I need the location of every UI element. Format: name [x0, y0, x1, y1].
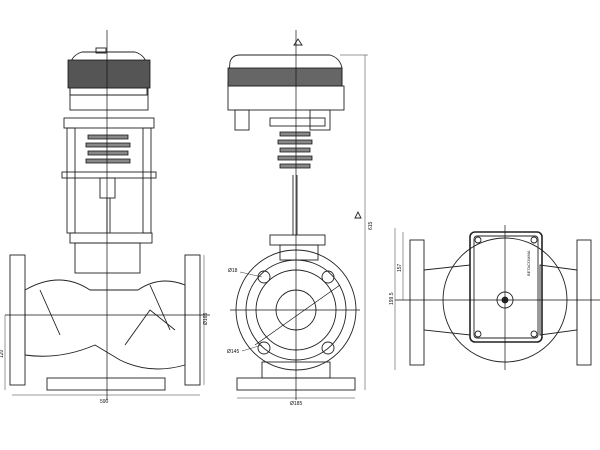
flange-dimension: Ø165 [203, 313, 209, 325]
side-dimensions: Ø18 Ø145 Ø185 615 [227, 54, 374, 407]
width-dimension: 590 [100, 399, 109, 405]
height-dimension: 120 [0, 349, 5, 358]
depth-dimension: 199.5 [389, 292, 395, 305]
offset-dimension: 157 [397, 263, 403, 272]
top-dimensions: 199.5 157 [389, 228, 404, 370]
actuator-side [227, 38, 345, 131]
actuator-front [67, 47, 151, 111]
bolt-hole-dimension: Ø18 [228, 268, 238, 274]
top-view: BETACOMMA 199.5 157 [389, 225, 600, 370]
front-view: 590 120 Ø165 [0, 30, 210, 405]
bolt-circle-dimension: Ø145 [227, 349, 239, 355]
total-height-dimension: 615 [368, 221, 374, 230]
yoke-front [61, 117, 157, 244]
stem-side [269, 117, 326, 261]
brand-mark: BETACOMMA [526, 250, 531, 276]
base-width-dimension: Ø185 [290, 401, 302, 407]
side-view: Ø18 Ø145 Ø185 615 [227, 30, 374, 407]
front-dimensions: 590 120 Ø165 [0, 255, 209, 405]
valve-body-front [9, 242, 201, 391]
